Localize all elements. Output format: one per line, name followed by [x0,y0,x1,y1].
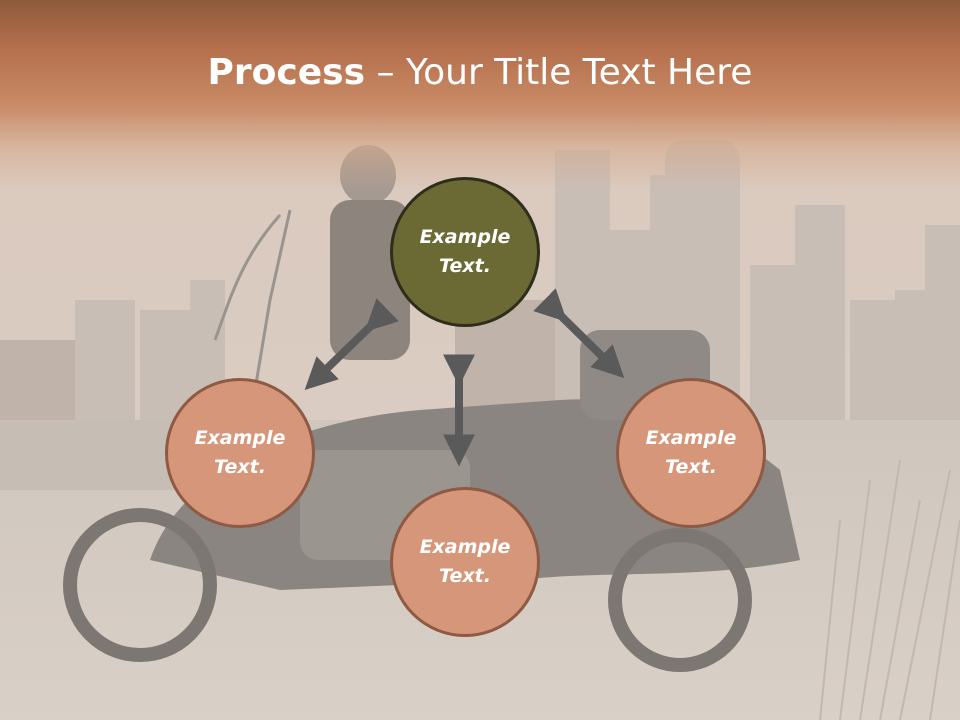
arrow-top-left [304,298,399,391]
title-bold-part: Process [207,52,366,93]
node-right-label: Example Text. [645,427,737,478]
node-left-label: Example Text. [194,427,286,478]
process-node-left: Example Text. [165,378,315,528]
node-bottom-label: Example Text. [419,536,511,587]
slide-title: Process – Your Title Text Here [0,52,960,93]
process-node-top: Example Text. [390,177,540,327]
process-node-right: Example Text. [616,378,766,528]
title-band [0,0,960,190]
node-top-label: Example Text. [419,226,511,277]
title-rest-part: – Your Title Text Here [365,52,753,93]
process-node-bottom: Example Text. [390,487,540,637]
arrow-top-right [533,288,625,379]
